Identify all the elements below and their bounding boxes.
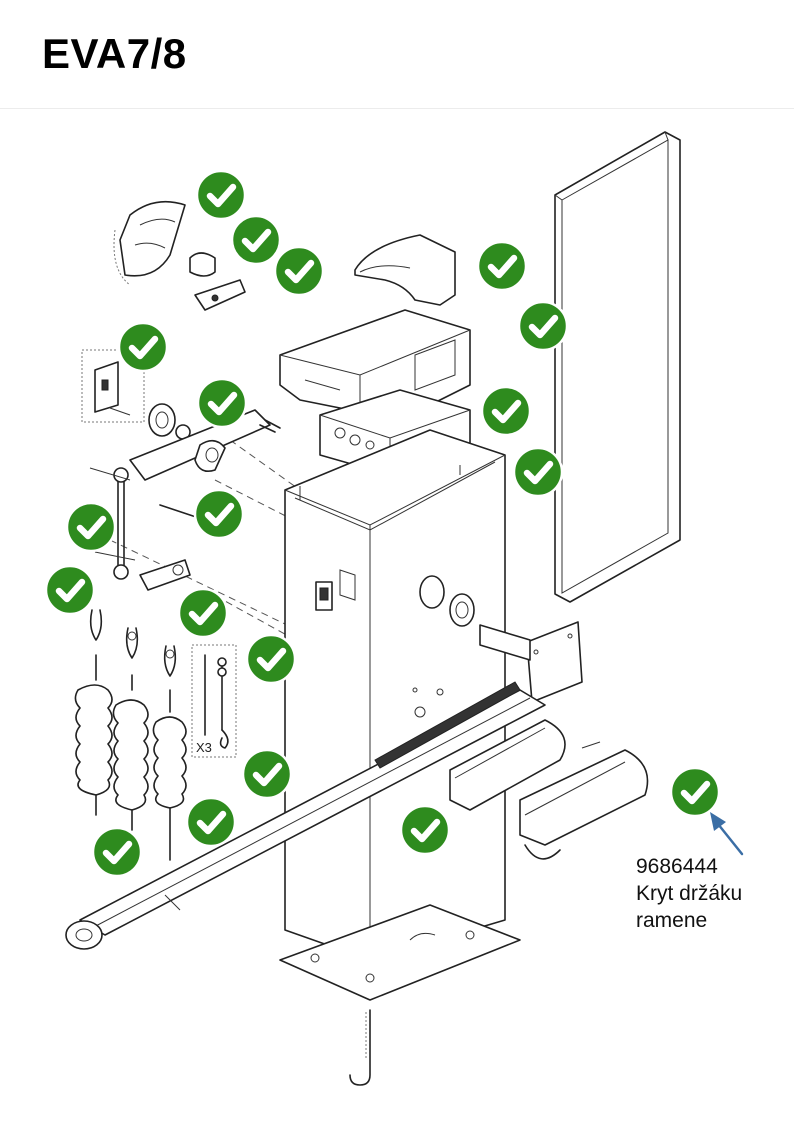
check-circle-icon bbox=[197, 171, 245, 219]
check-circle-icon bbox=[93, 828, 141, 876]
anchor-bolt bbox=[349, 1009, 371, 1086]
limit-switch-bracket bbox=[81, 349, 145, 423]
release-key-parts bbox=[189, 252, 246, 311]
page-title: EVA7/8 bbox=[42, 30, 187, 77]
tie-rods-set bbox=[191, 644, 237, 758]
base-plate bbox=[279, 904, 521, 1001]
part-number: 9686444 bbox=[636, 855, 718, 878]
housing-cover bbox=[279, 309, 471, 421]
check-circle-icon bbox=[482, 387, 530, 435]
top-cover bbox=[354, 234, 456, 306]
x3-quantity-label: X3 bbox=[196, 740, 212, 755]
check-circle-icon bbox=[275, 247, 323, 295]
check-circle-icon bbox=[46, 566, 94, 614]
barrier-panel bbox=[554, 131, 681, 603]
part-callout-label: 9686444 Kryt držáku ramene bbox=[636, 853, 742, 934]
title-divider bbox=[0, 108, 794, 109]
arm-bracket-covers bbox=[449, 719, 649, 860]
check-circle-icon bbox=[198, 379, 246, 427]
check-circle-icon bbox=[187, 798, 235, 846]
check-circle-icon bbox=[119, 323, 167, 371]
check-circle-icon bbox=[514, 448, 562, 496]
arm-mount-plate bbox=[449, 593, 583, 703]
part-name-line1: Kryt držáku bbox=[636, 882, 743, 905]
bearing-coupling bbox=[148, 403, 191, 440]
check-circle-icon bbox=[179, 589, 227, 637]
balancing-springs bbox=[74, 609, 187, 861]
check-circle-icon bbox=[401, 806, 449, 854]
check-circle-icon bbox=[671, 768, 719, 816]
check-circle-icon bbox=[519, 302, 567, 350]
transmission-lever bbox=[89, 409, 281, 591]
check-circle-icon bbox=[247, 635, 295, 683]
barrier-cabinet bbox=[284, 429, 506, 961]
part-name-line2: ramene bbox=[636, 909, 708, 932]
check-circle-icon bbox=[195, 490, 243, 538]
check-circle-icon bbox=[232, 216, 280, 264]
arrow-icon bbox=[710, 812, 744, 856]
check-circle-icon bbox=[243, 750, 291, 798]
release-cover bbox=[113, 200, 186, 286]
boom-arm bbox=[65, 681, 546, 950]
check-circle-icon bbox=[478, 242, 526, 290]
check-circle-icon bbox=[67, 503, 115, 551]
